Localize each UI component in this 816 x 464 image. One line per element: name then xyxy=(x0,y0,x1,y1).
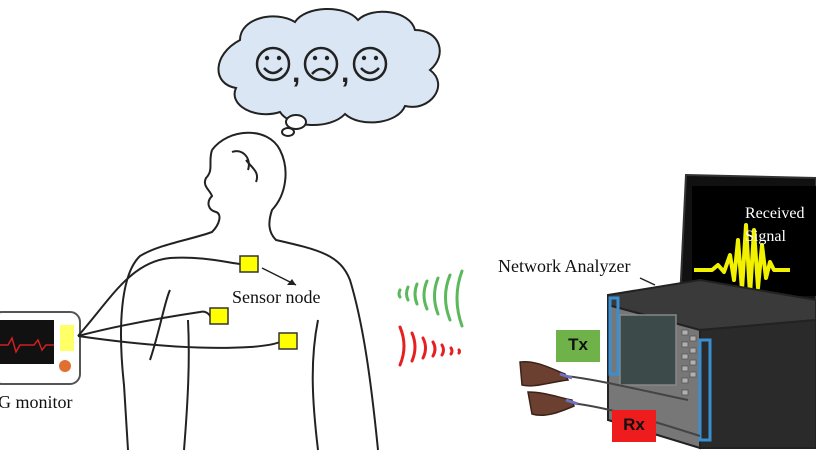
network-analyzer-device xyxy=(607,277,816,450)
happy-face-icon xyxy=(352,46,388,82)
port-frame-left xyxy=(608,296,620,376)
happy-face-icon xyxy=(255,46,291,82)
wireless-wave-green-icon xyxy=(397,269,464,328)
separator-2: , xyxy=(341,56,349,89)
human-body-outline xyxy=(120,131,379,451)
sensor-node-middle xyxy=(209,307,229,325)
sad-face-icon xyxy=(303,46,339,82)
sensor-node-lower xyxy=(278,332,298,350)
rx-box xyxy=(612,410,656,442)
thought-cloud: , , xyxy=(217,7,441,137)
received-signal-label-line2: Signal xyxy=(745,228,786,245)
arrowhead-icon xyxy=(287,279,296,285)
ecg-monitor-label: G monitor xyxy=(0,392,73,412)
sensor-node-upper xyxy=(239,255,259,273)
network-analyzer-label: Network Analyzer xyxy=(498,256,631,276)
thought-bubble-small xyxy=(281,127,295,137)
rx-label: Rx xyxy=(623,415,645,434)
wireless-wave-red-icon xyxy=(398,325,461,367)
tx-box xyxy=(556,330,600,362)
separator-1: , xyxy=(292,56,300,89)
tx-label: Tx xyxy=(568,335,588,354)
received-signal-wave xyxy=(694,223,790,297)
ecg-monitor-device xyxy=(0,311,81,385)
port-frame-right xyxy=(698,338,712,442)
cloud-shape xyxy=(217,7,441,127)
sensor-node-label: Sensor node xyxy=(232,287,321,307)
received-signal-label-line1: Received xyxy=(745,205,805,222)
thought-bubble-large xyxy=(285,114,307,130)
